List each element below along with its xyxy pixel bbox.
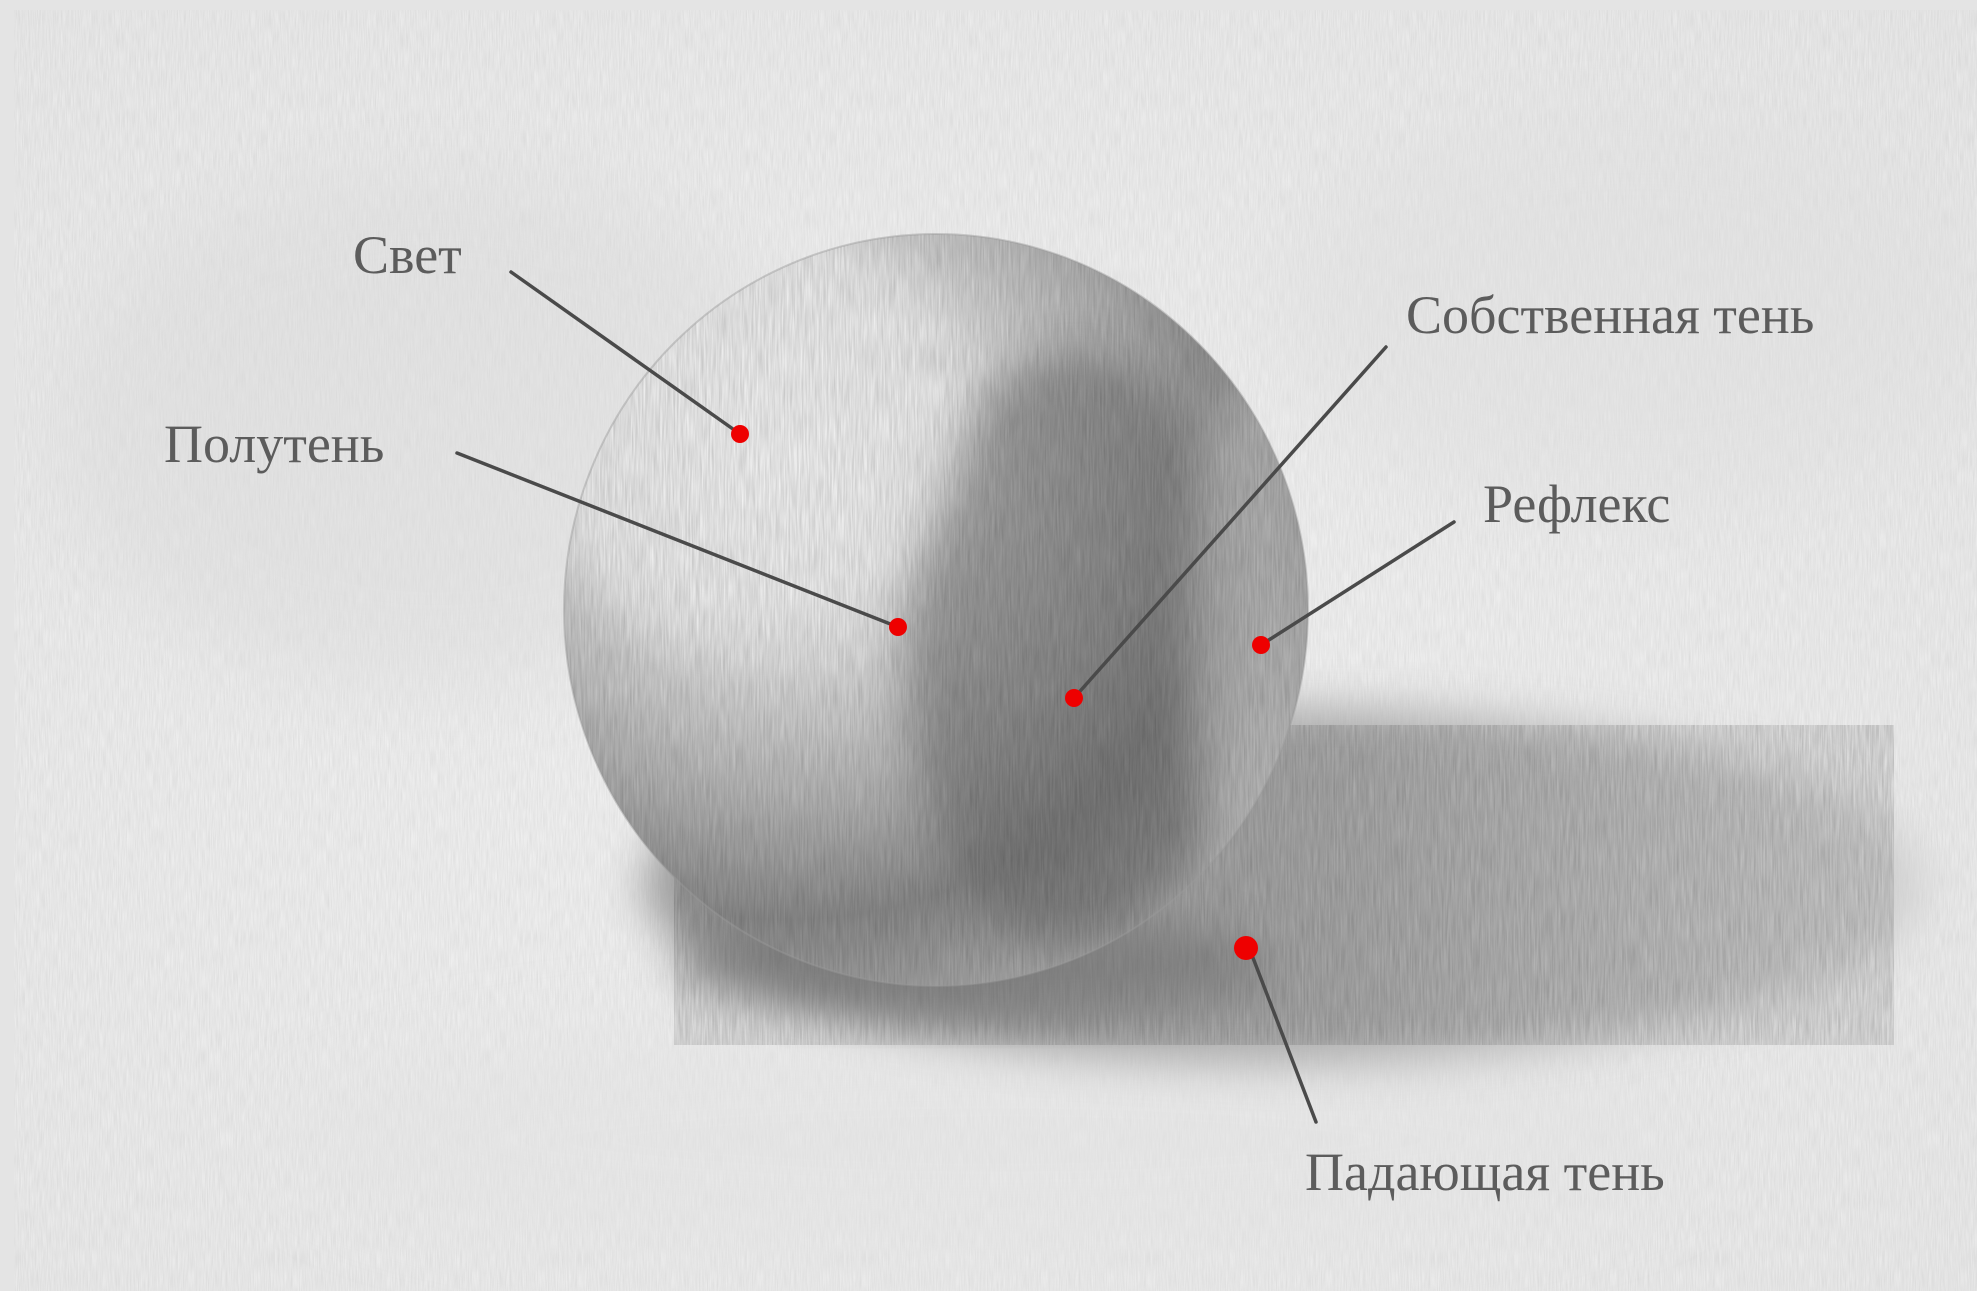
- marker-cast-shadow: [1234, 936, 1258, 960]
- marker-core-shadow: [1065, 689, 1083, 707]
- label-core-shadow: Собственная тень: [1406, 285, 1814, 345]
- marker-light: [731, 425, 749, 443]
- label-reflected-light: Рефлекс: [1483, 474, 1670, 534]
- marker-halftone: [889, 618, 907, 636]
- marker-reflected-light: [1252, 636, 1270, 654]
- label-light: Свет: [353, 225, 462, 285]
- label-cast-shadow: Падающая тень: [1305, 1142, 1665, 1202]
- label-halftone: Полутень: [164, 414, 384, 474]
- sphere-shading-diagram: Свет Полутень Собственная тень Рефлекс П…: [14, 10, 1977, 1291]
- background-tone-bottom: [294, 1020, 1694, 1260]
- drawing-frame: Свет Полутень Собственная тень Рефлекс П…: [14, 10, 1977, 1291]
